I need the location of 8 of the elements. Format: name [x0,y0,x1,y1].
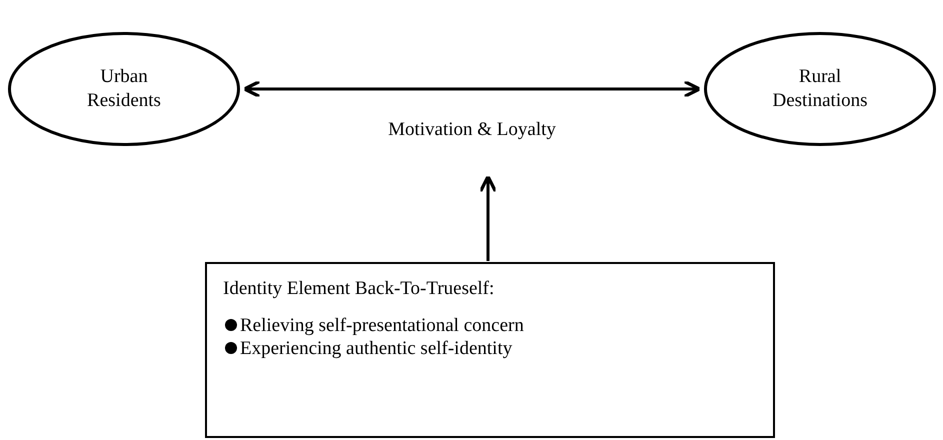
text-box [205,262,775,438]
bullet-text: Experiencing authentic self-identity [240,338,512,359]
arrow [478,174,498,261]
node-label: Rural Destinations [772,65,868,113]
node-label: Urban Residents [86,65,162,113]
box-heading: Identity Element Back-To-Trueself: [223,278,494,299]
arrow [242,80,702,98]
bullet-text: Relieving self-presentational concern [240,314,524,336]
